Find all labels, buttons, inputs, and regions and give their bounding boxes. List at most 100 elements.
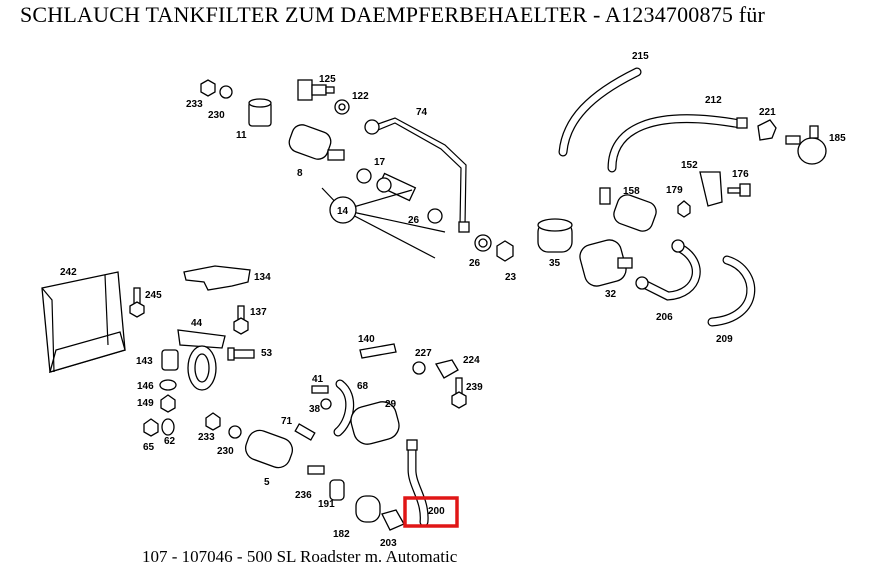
label-239: 239 bbox=[466, 382, 483, 393]
hose-209 bbox=[707, 255, 756, 327]
label-11: 11 bbox=[236, 130, 247, 141]
label-233-top: 233 bbox=[186, 99, 203, 110]
hose-68 bbox=[333, 379, 355, 437]
label-125: 125 bbox=[319, 74, 336, 85]
label-53: 53 bbox=[261, 348, 273, 359]
label-227: 227 bbox=[415, 348, 432, 359]
part-23 bbox=[496, 240, 514, 262]
mount-143 bbox=[161, 349, 179, 371]
bracket-44 bbox=[177, 329, 226, 391]
label-26-b: 26 bbox=[469, 258, 481, 269]
part-65 bbox=[143, 418, 159, 437]
label-44: 44 bbox=[191, 318, 203, 329]
label-140: 140 bbox=[358, 334, 375, 345]
label-14: 14 bbox=[337, 206, 349, 217]
pump-5 bbox=[244, 429, 294, 469]
model-caption: 107 - 107046 - 500 SL Roadster m. Automa… bbox=[142, 547, 458, 566]
label-134: 134 bbox=[254, 272, 271, 283]
highlight-box-200[interactable] bbox=[403, 496, 459, 528]
callout-14-lines bbox=[321, 187, 446, 259]
part-41 bbox=[311, 385, 329, 394]
part-71 bbox=[294, 423, 316, 441]
label-158: 158 bbox=[623, 186, 640, 197]
label-185: 185 bbox=[829, 133, 846, 144]
label-26-a: 26 bbox=[408, 215, 420, 226]
screw-137 bbox=[233, 305, 249, 335]
part-179 bbox=[677, 200, 691, 218]
part-125 bbox=[297, 79, 335, 101]
part-149 bbox=[160, 394, 176, 413]
part-35 bbox=[537, 218, 573, 253]
label-230-low: 230 bbox=[217, 446, 234, 457]
part-26-b bbox=[474, 234, 492, 252]
label-5: 5 bbox=[264, 477, 270, 488]
label-8: 8 bbox=[297, 168, 303, 179]
part-230-low bbox=[228, 425, 242, 439]
fuel-line-74 bbox=[364, 117, 470, 233]
label-206: 206 bbox=[656, 312, 673, 323]
part-233-top bbox=[200, 79, 216, 97]
label-62: 62 bbox=[164, 436, 176, 447]
label-38: 38 bbox=[309, 404, 321, 415]
part-233-low bbox=[205, 412, 221, 431]
hose-200 bbox=[406, 439, 429, 527]
label-176: 176 bbox=[732, 169, 749, 180]
screw-239 bbox=[451, 377, 467, 409]
label-35: 35 bbox=[549, 258, 561, 269]
part-230-top bbox=[219, 85, 233, 99]
label-137: 137 bbox=[250, 307, 267, 318]
label-146: 146 bbox=[137, 381, 154, 392]
screw-245 bbox=[129, 287, 145, 318]
valve-185 bbox=[785, 125, 827, 165]
part-62 bbox=[161, 418, 175, 436]
clamp-203 bbox=[381, 509, 405, 531]
filter-32 bbox=[579, 239, 633, 287]
bracket-242 bbox=[41, 271, 126, 373]
label-224: 224 bbox=[463, 355, 480, 366]
label-236: 236 bbox=[295, 490, 312, 501]
screw-176 bbox=[727, 183, 751, 197]
label-41: 41 bbox=[312, 374, 324, 385]
label-242: 242 bbox=[60, 267, 77, 278]
part-26-a bbox=[427, 208, 443, 224]
hose-215 bbox=[558, 67, 642, 157]
part-158 bbox=[599, 187, 657, 232]
label-74: 74 bbox=[416, 107, 428, 118]
label-68: 68 bbox=[357, 381, 369, 392]
part-182 bbox=[355, 495, 381, 523]
bracket-140 bbox=[359, 343, 397, 359]
label-29: 29 bbox=[385, 399, 397, 410]
label-122: 122 bbox=[352, 91, 369, 102]
part-191 bbox=[329, 479, 345, 501]
part-122 bbox=[334, 99, 350, 115]
clamp-221 bbox=[757, 119, 777, 141]
label-230-top: 230 bbox=[208, 110, 225, 121]
label-209: 209 bbox=[716, 334, 733, 345]
label-65: 65 bbox=[143, 442, 155, 453]
part-236 bbox=[307, 465, 325, 475]
clip-224 bbox=[435, 359, 459, 379]
label-221: 221 bbox=[759, 107, 776, 118]
filter-29 bbox=[350, 401, 400, 445]
hose-212 bbox=[607, 114, 748, 173]
label-17: 17 bbox=[374, 157, 386, 168]
label-245: 245 bbox=[145, 290, 162, 301]
page-title: SCHLAUCH TANKFILTER ZUM DAEMPFERBEHAELTE… bbox=[20, 2, 766, 27]
label-182: 182 bbox=[333, 529, 350, 540]
label-191: 191 bbox=[318, 499, 335, 510]
part-11 bbox=[248, 98, 272, 127]
pump-8 bbox=[288, 124, 345, 161]
part-14-fitting bbox=[376, 172, 417, 202]
label-233-low: 233 bbox=[198, 432, 215, 443]
part-38 bbox=[320, 398, 332, 410]
label-32: 32 bbox=[605, 289, 617, 300]
part-227 bbox=[412, 361, 426, 375]
label-215: 215 bbox=[632, 51, 649, 62]
label-143: 143 bbox=[136, 356, 153, 367]
label-23: 23 bbox=[505, 272, 517, 283]
screw-53 bbox=[227, 347, 255, 361]
label-71: 71 bbox=[281, 416, 293, 427]
bracket-152 bbox=[699, 171, 723, 207]
part-17 bbox=[356, 168, 372, 184]
